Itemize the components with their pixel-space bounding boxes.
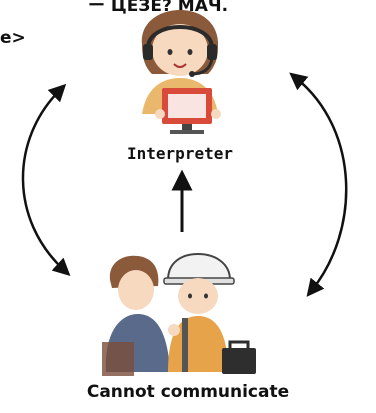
interpreter-label: Interpreter (127, 144, 233, 163)
headset-band-icon (146, 25, 214, 49)
worker-face (178, 278, 218, 314)
headset-mic-tip (189, 71, 195, 77)
monitor-screen-inner (168, 94, 206, 118)
interpreter-hand-left (155, 109, 165, 119)
headset-right-earcup (207, 44, 217, 60)
worker-hand (168, 324, 180, 336)
patient-chair (102, 342, 134, 376)
interpreter-eye-left (167, 49, 173, 55)
patient-face (118, 270, 154, 310)
helmet-icon (166, 252, 232, 281)
interpreter-eye-right (187, 49, 193, 55)
headset-left-earcup (143, 44, 153, 60)
monitor-stand (182, 124, 192, 130)
cannot-communicate-illustration (102, 252, 256, 376)
interpreter-illustration (141, 10, 221, 134)
interpreter-face (152, 24, 208, 76)
monitor-base (170, 130, 204, 134)
worker-eye-right (204, 293, 208, 299)
worker-strap (182, 318, 188, 372)
interpreter-mouth (173, 63, 187, 68)
right-curved-double-arrow (289, 72, 348, 297)
worker-body (168, 316, 228, 372)
toolbox-handle (228, 340, 250, 348)
left-curved-double-arrow (21, 83, 71, 276)
left-text-fragment: e> (0, 28, 26, 48)
cannot-communicate-label: Cannot communicate (86, 382, 290, 402)
worker-eye-left (188, 293, 192, 299)
interpreter-hand-right (211, 109, 221, 119)
toolbox-icon (222, 348, 256, 374)
